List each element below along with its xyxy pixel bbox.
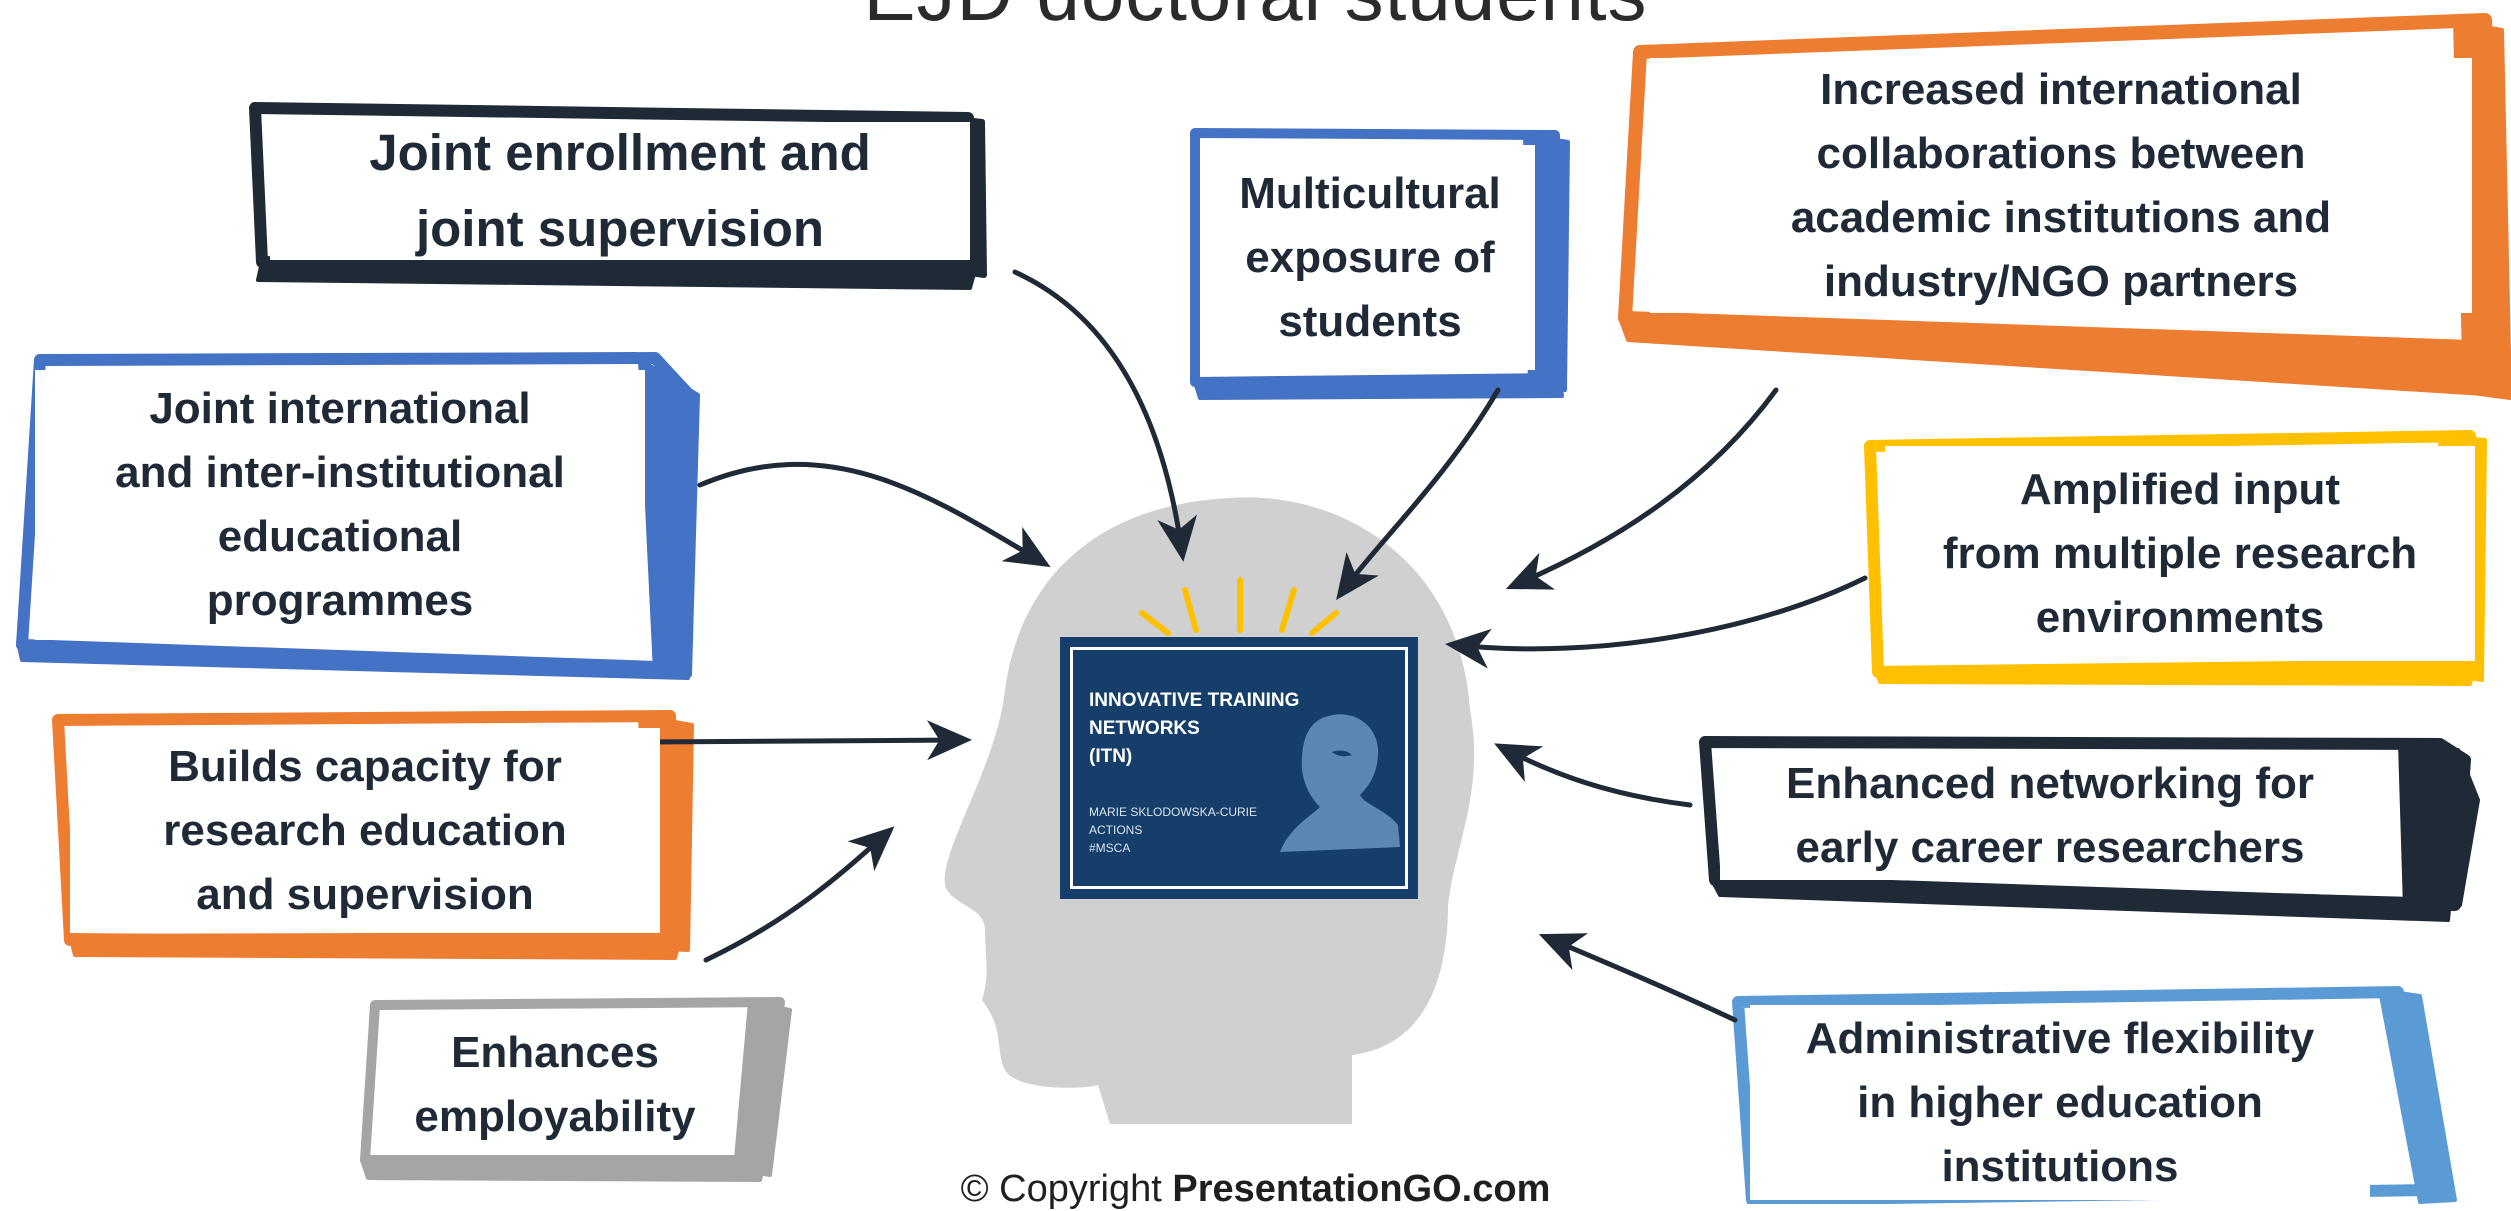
arrow-employability [703,826,895,963]
box-networking: Enhanced networking for early career res… [1720,752,2380,880]
arrow-international-collab [1505,387,1779,590]
box-label-amplified-input: Amplified input from multiple research e… [1942,464,2418,642]
box-joint-programmes: Joint international and inter-institutio… [35,370,645,640]
badge-frame [1070,647,1408,889]
box-label-multicultural: Multicultural exposure of students [1239,168,1501,346]
box-amplified-input: Amplified input from multiple research e… [1885,446,2475,661]
arrow-builds-capacity [645,720,972,761]
copyright-footer: © Copyright PresentationGO.com [0,1168,2511,1211]
diagram-title: EJD doctoral students [0,0,2511,39]
box-label-networking: Enhanced networking for early career res… [1785,759,2315,872]
itn-badge: INNOVATIVE TRAINING NETWORKS (ITN) MARIE… [1060,637,1418,899]
box-international-collab: Increased international collaborations b… [1650,58,2472,313]
arrows [645,269,1868,1023]
arrow-multicultural [1336,387,1501,601]
arrow-admin-flexibility [1538,933,1738,1023]
box-outline-admin-flexibility [1732,986,2457,1204]
box-outline-joint-programmes [16,352,700,680]
idea-rays-icon [1139,577,1339,636]
box-label-employability: Enhances employability [414,1028,696,1141]
arrow-joint-enrollment [1012,269,1197,562]
arrow-joint-programmes [697,461,1051,568]
portrait-icon [1280,714,1400,852]
box-joint-enrollment: Joint enrollment and joint supervision [270,122,970,260]
box-outline-employability [360,997,792,1182]
arrow-amplified-input [1445,575,1868,669]
copyright-prefix: © Copyright [960,1168,1173,1210]
arrow-networking [1494,743,1693,808]
box-label-builds-capacity: Builds capacity for research education a… [163,741,567,919]
copyright-brand: PresentationGO.com [1172,1168,1551,1210]
box-multicultural: Multicultural exposure of students [1205,145,1535,370]
box-admin-flexibility: Administrative flexibility in higher edu… [1750,1005,2370,1200]
badge-heading: INNOVATIVE TRAINING NETWORKS (ITN) [1089,690,1300,767]
box-outline-networking [1699,736,2480,922]
box-builds-capacity: Builds capacity for research education a… [70,728,660,933]
badge-subtext: MARIE SKLODOWSKA-CURIE ACTIONS #MSCA [1089,805,1258,855]
box-label-international-collab: Increased international collaborations b… [1790,64,2332,306]
box-employability: Enhances employability [385,1015,725,1155]
box-label-joint-enrollment: Joint enrollment and joint supervision [369,124,871,257]
box-label-admin-flexibility: Administrative flexibility in higher edu… [1805,1013,2315,1191]
box-label-joint-programmes: Joint international and inter-institutio… [115,384,565,625]
